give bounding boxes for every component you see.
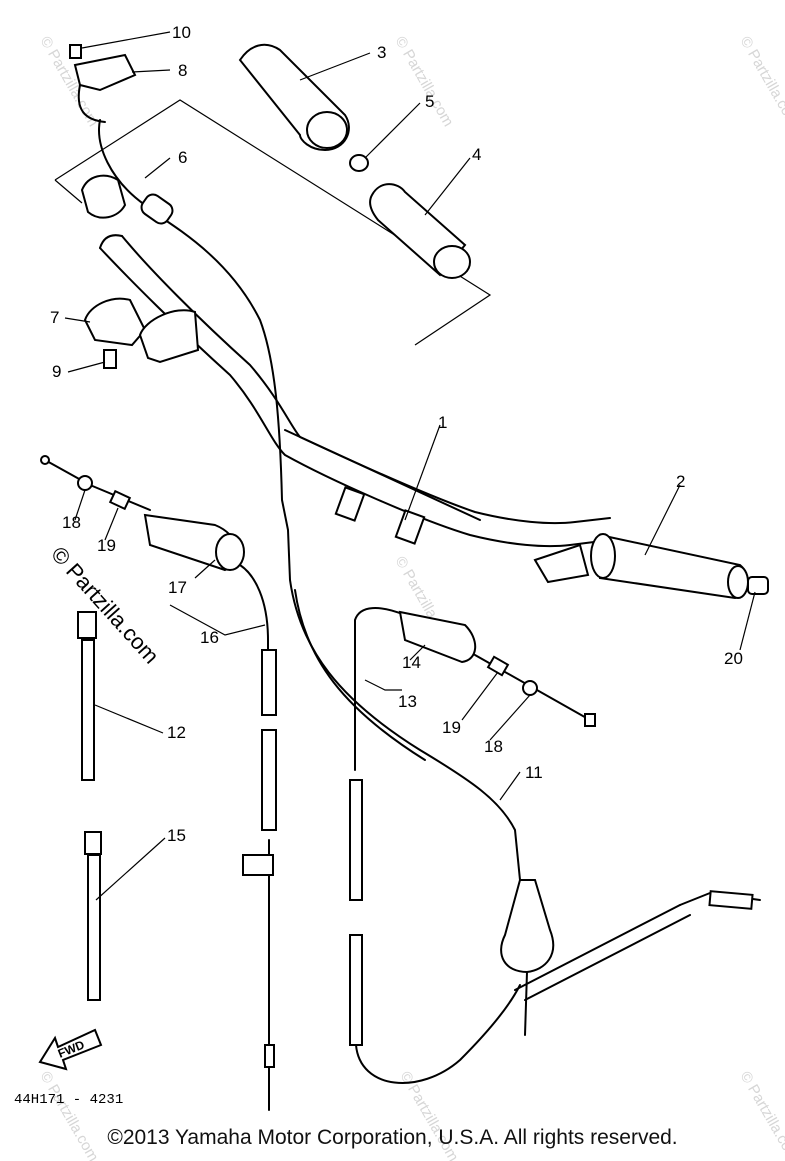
- callout-11: 11: [525, 763, 543, 782]
- callout-20: 20: [724, 649, 743, 668]
- callout-5: 5: [425, 92, 434, 111]
- callout-7: 7: [50, 308, 59, 327]
- fwd-arrow: FWD: [38, 1028, 103, 1071]
- clamps: [69, 44, 200, 369]
- callout-6: 6: [178, 148, 187, 167]
- throttle-cable: [140, 193, 555, 1036]
- callout-18: 18: [62, 513, 81, 532]
- callout-numbers: 1 2 3 4 5 6 7 8 9 10 11 12 13 14 15 16 1…: [50, 23, 743, 845]
- callout-3: 3: [377, 43, 386, 62]
- callout-8: 8: [178, 61, 187, 80]
- brake-cable-13: [349, 607, 521, 1084]
- group-bracket: [54, 99, 492, 346]
- right-grip-assembly: [238, 43, 471, 279]
- callout-4: 4: [472, 145, 481, 164]
- leader-lines: [64, 31, 756, 901]
- callout-19: 19: [97, 536, 116, 555]
- callout-2: 2: [676, 472, 685, 491]
- callout-10: 10: [172, 23, 191, 42]
- cable-tie-15: [84, 831, 102, 1001]
- lever-14: [398, 610, 596, 727]
- watermark: © Partzilla.com: [392, 34, 457, 130]
- brake-cable-16: [239, 564, 277, 1111]
- callout-1: 1: [438, 413, 447, 432]
- handlebar: [99, 234, 611, 548]
- callout-15: 15: [167, 826, 186, 845]
- callout-16: 16: [200, 628, 219, 647]
- callout-14: 14: [402, 653, 421, 672]
- callout-17: 17: [168, 578, 187, 597]
- cable-tie-12: [77, 611, 97, 781]
- lever-17: [40, 455, 245, 572]
- left-grip: [533, 533, 769, 600]
- watermark: © Partzilla.com: [737, 34, 785, 130]
- callout-18-right: 18: [484, 737, 503, 756]
- clutch-cable: [514, 890, 761, 1001]
- callout-13: 13: [398, 692, 417, 711]
- copyright-notice: ©2013 Yamaha Motor Corporation, U.S.A. A…: [107, 1126, 678, 1149]
- callout-12: 12: [167, 723, 186, 742]
- part-code: 44H171 - 4231: [14, 1092, 123, 1108]
- watermark-main: © Partzilla.com: [46, 542, 164, 669]
- callout-19-right: 19: [442, 718, 461, 737]
- callout-9: 9: [52, 362, 61, 381]
